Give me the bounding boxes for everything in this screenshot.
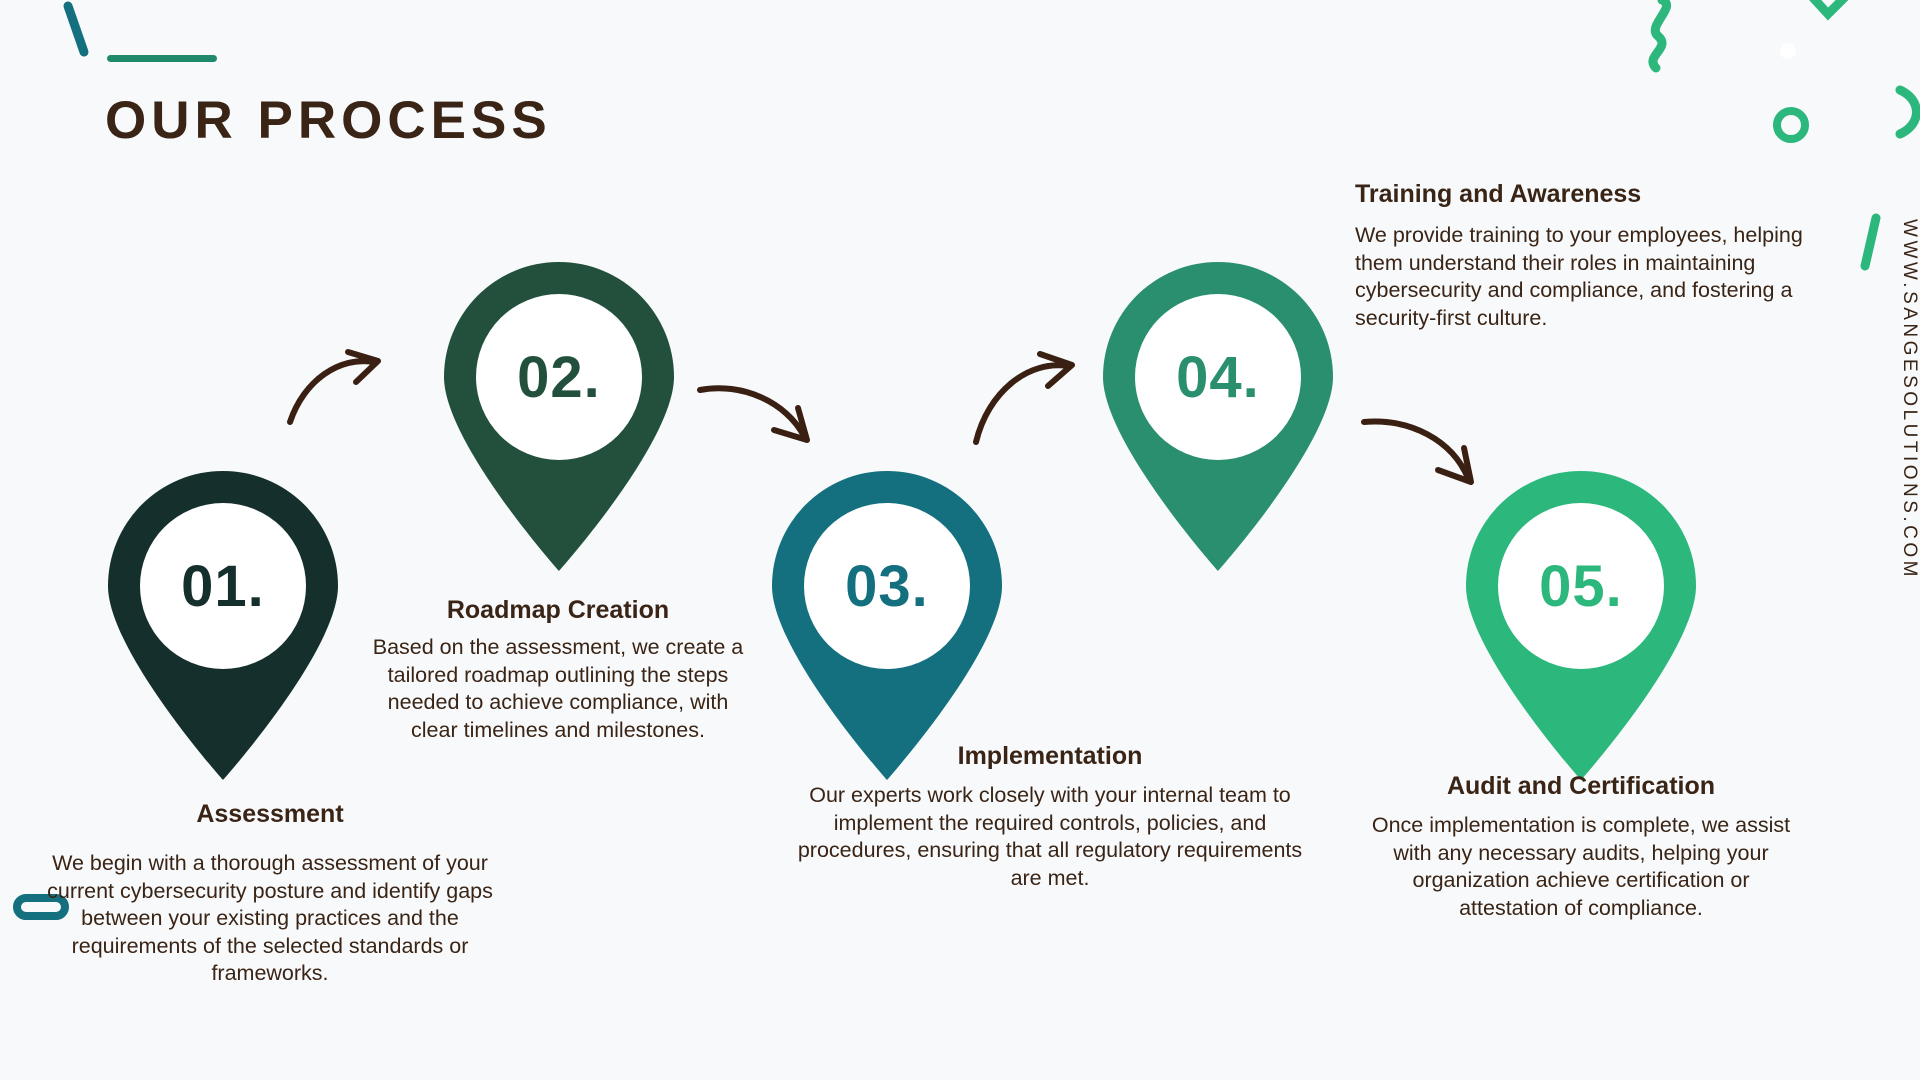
decor-oval-ring-bottom-left bbox=[12, 892, 70, 922]
arrow-step2-to-step3 bbox=[694, 378, 824, 468]
step-body-3: Our experts work closely with your inter… bbox=[797, 783, 1303, 890]
step-text-3: Implementation Our experts work closely … bbox=[790, 742, 1310, 892]
step-text-4: Training and Awareness We provide traini… bbox=[1355, 180, 1847, 332]
step-body-2: Based on the assessment, we create a tai… bbox=[372, 635, 744, 742]
step-text-1: Assessment We begin with a thorough asse… bbox=[30, 800, 510, 988]
step-title-1: Assessment bbox=[196, 800, 344, 828]
step-body-1: We begin with a thorough assessment of y… bbox=[47, 851, 493, 986]
decor-dash-bottom-left bbox=[60, 0, 96, 62]
decor-dot-top-right bbox=[1778, 41, 1798, 61]
pin-shape-3: 03. bbox=[756, 455, 1018, 780]
step-body-5: Once implementation is complete, we assi… bbox=[1371, 813, 1791, 920]
decor-dash-top-right bbox=[1856, 212, 1886, 274]
step-number-4: 04. bbox=[1176, 345, 1260, 410]
pin-shape-5: 05. bbox=[1450, 455, 1712, 780]
step-text-5: Audit and Certification Once implementat… bbox=[1360, 772, 1802, 922]
step-pin-1[interactable]: 01. bbox=[92, 455, 354, 780]
step-pin-4[interactable]: 04. bbox=[1087, 246, 1349, 571]
decor-arc-right bbox=[1895, 82, 1920, 142]
step-number-2: 02. bbox=[517, 345, 601, 410]
step-pin-5[interactable]: 05. bbox=[1450, 455, 1712, 780]
step-pin-3[interactable]: 03. bbox=[756, 455, 1018, 780]
step-text-2: Roadmap Creation Based on the assessment… bbox=[366, 596, 750, 744]
decor-squiggle-top-right bbox=[1632, 0, 1702, 76]
step-body-4: We provide training to your employees, h… bbox=[1355, 223, 1803, 330]
title-accent-line bbox=[107, 55, 217, 62]
decor-ring-top-right bbox=[1770, 104, 1812, 146]
step-title-5: Audit and Certification bbox=[1446, 772, 1716, 800]
step-title-2: Roadmap Creation bbox=[446, 596, 670, 624]
step-number-5: 05. bbox=[1539, 554, 1623, 619]
pin-shape-4: 04. bbox=[1087, 246, 1349, 571]
step-pin-2[interactable]: 02. bbox=[428, 246, 690, 571]
step-title-3: Implementation bbox=[957, 742, 1143, 770]
decor-chevron-top-right bbox=[1800, 0, 1860, 32]
website-url: WWW.SANGESOLUTIONS.COM bbox=[1899, 219, 1920, 580]
arrow-step4-to-step5 bbox=[1358, 412, 1488, 512]
arrow-step1-to-step2 bbox=[282, 340, 392, 430]
step-title-4: Training and Awareness bbox=[1355, 180, 1642, 208]
pin-shape-2: 02. bbox=[428, 246, 690, 571]
page-title: OUR PROCESS bbox=[105, 91, 552, 150]
pin-shape-1: 01. bbox=[92, 455, 354, 780]
step-number-1: 01. bbox=[181, 554, 265, 619]
arrow-step3-to-step4 bbox=[968, 340, 1088, 450]
step-number-3: 03. bbox=[845, 554, 929, 619]
